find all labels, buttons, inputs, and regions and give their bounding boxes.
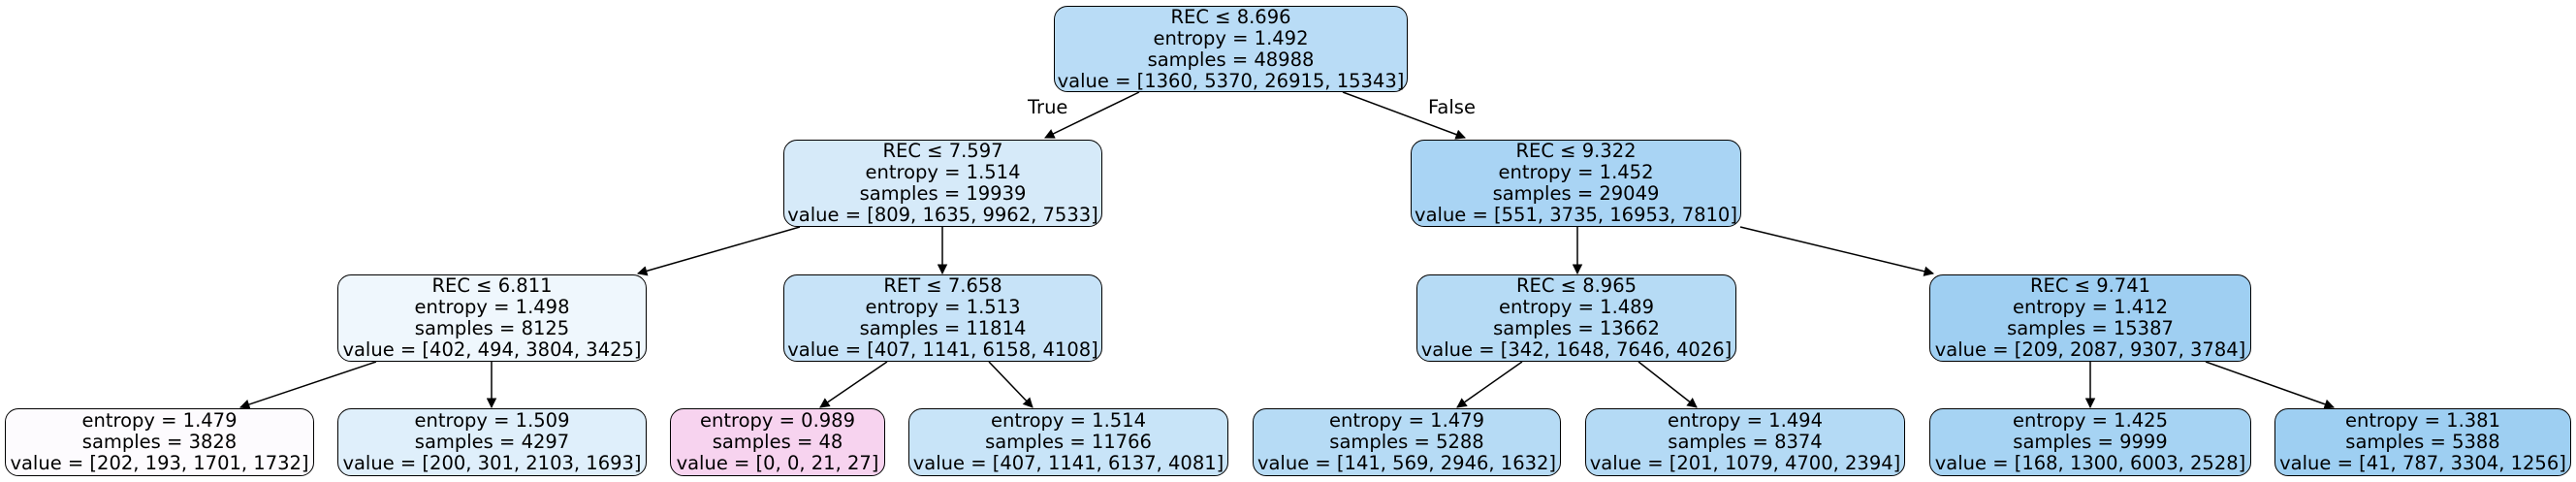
tree-leaf-14: entropy = 1.381 samples = 5388 value = [… (2274, 408, 2571, 476)
node-samples: samples = 11814 (859, 317, 1027, 339)
node-entropy: entropy = 1.492 (1153, 26, 1309, 49)
node-samples: samples = 48988 (1147, 48, 1315, 71)
tree-leaf-12: entropy = 1.494 samples = 8374 value = [… (1585, 408, 1905, 476)
edge-n0-n2 (1342, 91, 1466, 140)
node-value: value = [209, 2087, 9307, 3784] (1934, 338, 2246, 361)
node-samples: samples = 15387 (2007, 317, 2174, 339)
node-value: value = [41, 787, 3304, 1256] (2279, 452, 2566, 474)
edge-n4-n9 (819, 361, 888, 408)
edge-n4-n10 (988, 361, 1034, 408)
node-samples: samples = 5288 (1329, 431, 1484, 453)
node-entropy: entropy = 1.425 (2013, 409, 2168, 432)
tree-node-4: RET ≤ 7.658 entropy = 1.513 samples = 11… (783, 274, 1102, 362)
node-value: value = [0, 0, 21, 27] (676, 452, 879, 474)
edge-n5-n12 (1638, 361, 1698, 408)
tree-node-1: REC ≤ 7.597 entropy = 1.514 samples = 19… (783, 140, 1102, 227)
node-samples: samples = 5388 (2345, 431, 2500, 453)
tree-leaf-7: entropy = 1.479 samples = 3828 value = [… (5, 408, 314, 476)
node-split-label: RET ≤ 7.658 (883, 274, 1002, 297)
node-samples: samples = 8125 (414, 317, 570, 339)
tree-leaf-13: entropy = 1.425 samples = 9999 value = [… (1929, 408, 2251, 476)
node-samples: samples = 11766 (985, 431, 1152, 453)
node-entropy: entropy = 1.489 (1499, 296, 1654, 318)
node-value: value = [809, 1635, 9962, 7533] (787, 204, 1098, 226)
node-split-label: REC ≤ 9.322 (1515, 140, 1637, 162)
tree-node-6: REC ≤ 9.741 entropy = 1.412 samples = 15… (1929, 274, 2251, 362)
node-split-label: REC ≤ 8.696 (1170, 5, 1291, 28)
edge-n0-n1 (1044, 91, 1140, 139)
edge-n6-n14 (2205, 361, 2335, 409)
edge-n3-n7 (239, 361, 377, 409)
edge-label-true: True (1028, 96, 1068, 118)
node-split-label: REC ≤ 7.597 (882, 140, 1003, 162)
tree-node-2: REC ≤ 9.322 entropy = 1.452 samples = 29… (1411, 140, 1741, 227)
node-samples: samples = 8374 (1668, 431, 1823, 453)
tree-node-5: REC ≤ 8.965 entropy = 1.489 samples = 13… (1416, 274, 1736, 362)
node-value: value = [551, 3735, 16953, 7810] (1415, 204, 1737, 226)
edge-n1-n3 (636, 226, 801, 276)
node-value: value = [342, 1648, 7646, 4026] (1420, 338, 1733, 361)
node-entropy: entropy = 1.509 (414, 409, 570, 432)
tree-leaf-10: entropy = 1.514 samples = 11766 value = … (908, 408, 1228, 476)
node-samples: samples = 4297 (414, 431, 570, 453)
edge-label-false: False (1428, 96, 1476, 118)
node-entropy: entropy = 0.989 (700, 409, 855, 432)
node-entropy: entropy = 1.514 (865, 161, 1021, 183)
node-value: value = [1360, 5370, 26915, 15343] (1057, 69, 1405, 92)
node-entropy: entropy = 1.514 (991, 409, 1146, 432)
node-samples: samples = 48 (712, 431, 843, 453)
node-samples: samples = 19939 (859, 182, 1027, 205)
node-entropy: entropy = 1.494 (1668, 409, 1823, 432)
node-samples: samples = 3828 (81, 431, 238, 453)
node-entropy: entropy = 1.452 (1498, 161, 1654, 183)
node-value: value = [201, 1079, 4700, 2394] (1589, 452, 1901, 474)
tree-node-root: REC ≤ 8.696 entropy = 1.492 samples = 48… (1054, 6, 1408, 92)
node-entropy: entropy = 1.513 (865, 296, 1021, 318)
node-value: value = [200, 301, 2103, 1693] (342, 452, 642, 474)
tree-leaf-9: entropy = 0.989 samples = 48 value = [0,… (670, 408, 885, 476)
node-split-label: REC ≤ 8.965 (1515, 274, 1638, 297)
node-entropy: entropy = 1.381 (2345, 409, 2500, 432)
node-samples: samples = 13662 (1493, 317, 1660, 339)
edge-n5-n11 (1456, 361, 1523, 408)
node-entropy: entropy = 1.412 (2013, 296, 2168, 318)
node-split-label: REC ≤ 6.811 (431, 274, 553, 297)
tree-leaf-11: entropy = 1.479 samples = 5288 value = [… (1253, 408, 1561, 476)
node-value: value = [168, 1300, 6003, 2528] (1934, 452, 2246, 474)
edge-n2-n6 (1739, 226, 1935, 276)
node-value: value = [202, 193, 1701, 1732] (10, 452, 309, 474)
node-samples: samples = 9999 (2013, 431, 2168, 453)
node-value: value = [407, 1141, 6137, 4081] (912, 452, 1224, 474)
node-value: value = [141, 569, 2946, 1632] (1256, 452, 1557, 474)
tree-node-3: REC ≤ 6.811 entropy = 1.498 samples = 81… (337, 274, 647, 362)
node-entropy: entropy = 1.479 (81, 409, 238, 432)
node-entropy: entropy = 1.498 (414, 296, 570, 318)
tree-leaf-8: entropy = 1.509 samples = 4297 value = [… (337, 408, 647, 476)
node-split-label: REC ≤ 9.741 (2029, 274, 2151, 297)
node-entropy: entropy = 1.479 (1329, 409, 1484, 432)
node-samples: samples = 29049 (1492, 182, 1660, 205)
node-value: value = [407, 1141, 6158, 4108] (787, 338, 1098, 361)
node-value: value = [402, 494, 3804, 3425] (342, 338, 642, 361)
